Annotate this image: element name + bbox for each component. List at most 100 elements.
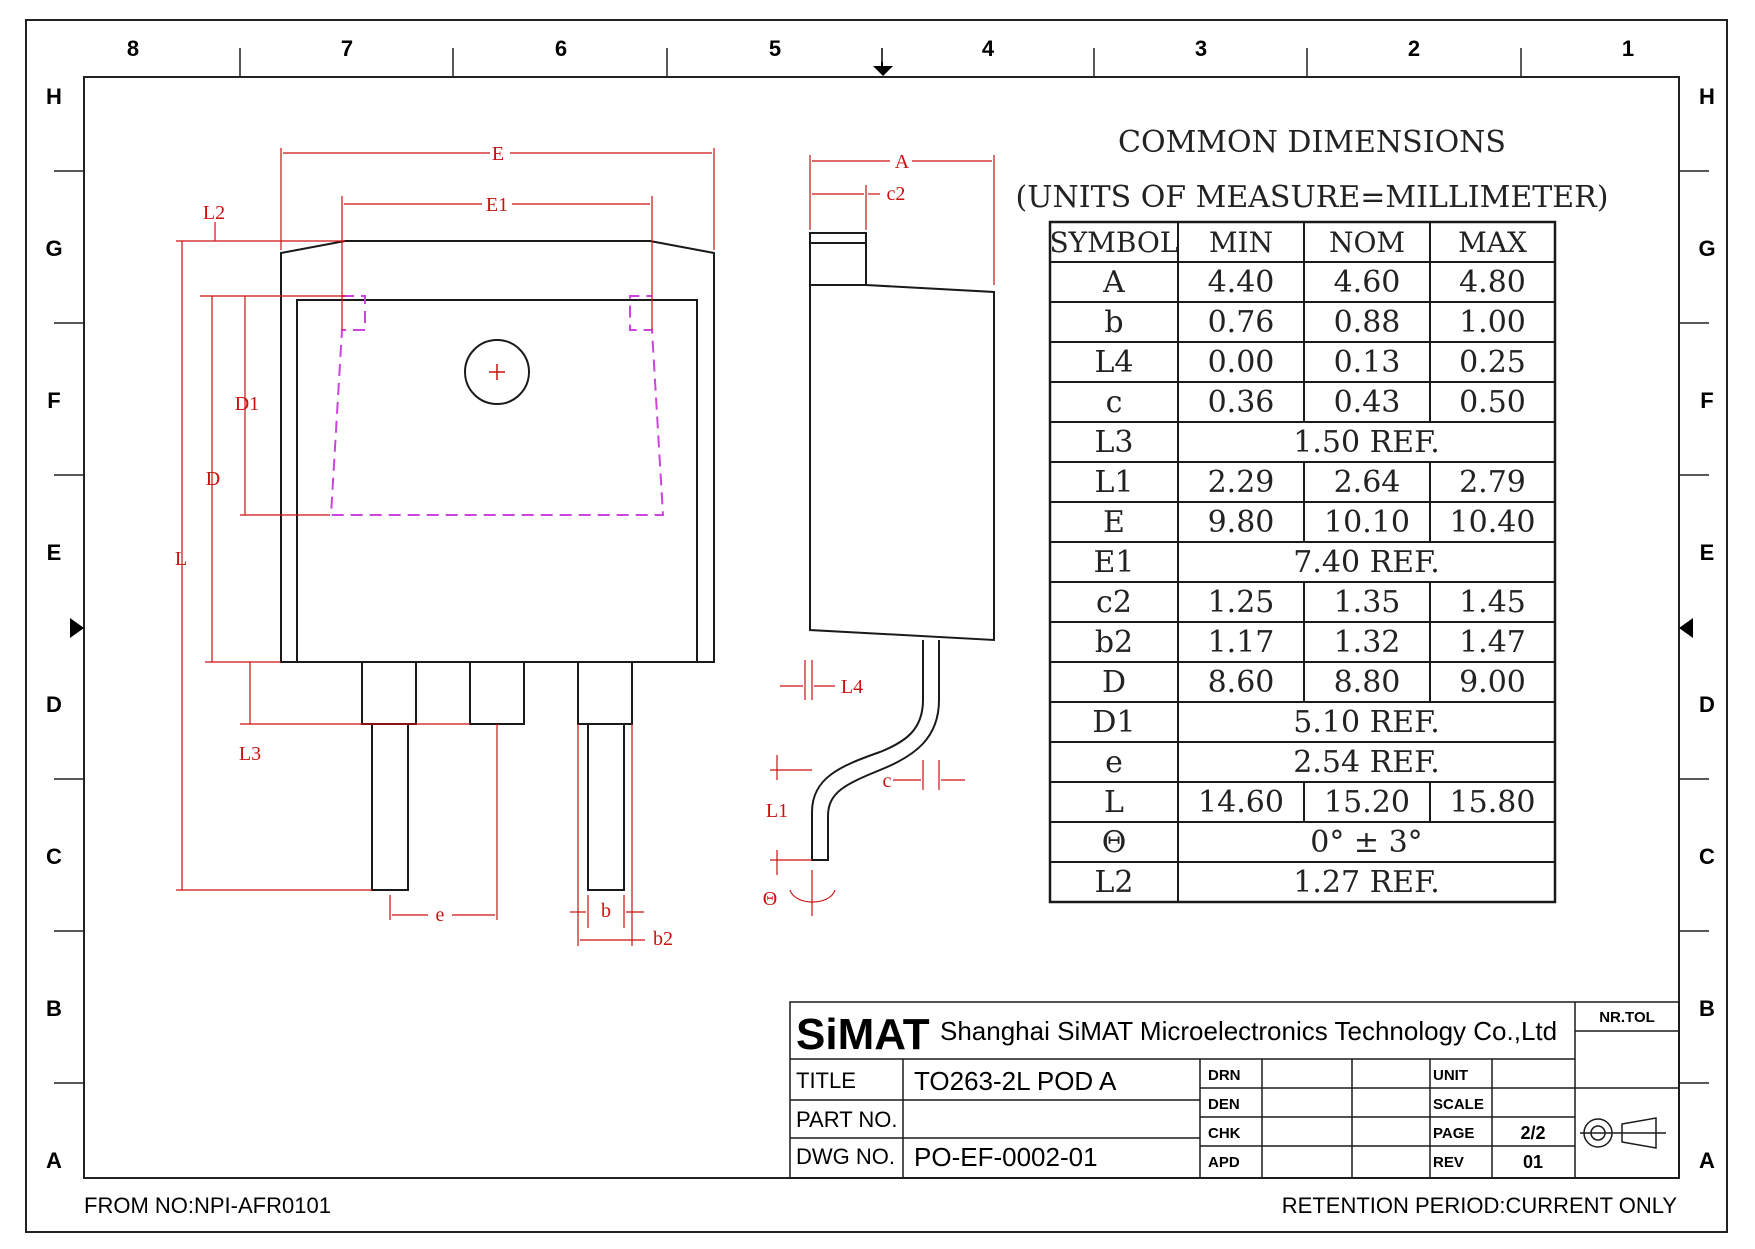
rev-label: REV xyxy=(1433,1154,1464,1171)
side-view-dimensions xyxy=(770,155,995,916)
table-min-cell: 1.25 xyxy=(1208,585,1275,620)
nr-tol-label: NR.TOL xyxy=(1599,1009,1655,1026)
table-frame xyxy=(1048,220,1557,904)
table-symbol-cell: L1 xyxy=(1094,465,1133,500)
col-label: 7 xyxy=(341,36,353,61)
table-min-cell: 2.29 xyxy=(1208,465,1275,500)
dim-label-c2: c2 xyxy=(887,183,906,205)
table-min-cell: 0.36 xyxy=(1208,385,1275,420)
table-header-cell: MIN xyxy=(1209,226,1273,259)
dim-label-b2: b2 xyxy=(653,928,673,950)
table-nom-cell: 4.60 xyxy=(1334,265,1401,300)
row-label: A xyxy=(1699,1148,1715,1173)
table-ref-cell: 1.50 REF. xyxy=(1293,425,1440,460)
title-label: TITLE xyxy=(796,1068,856,1093)
dwg-no-label: DWG NO. xyxy=(796,1144,895,1169)
table-nom-cell: 0.88 xyxy=(1334,305,1401,340)
row-label: D xyxy=(1699,692,1715,717)
top-view-dimensions xyxy=(176,148,715,946)
table-symbol-cell: L4 xyxy=(1094,345,1133,380)
lead-shoulder xyxy=(577,661,633,725)
scale-label: SCALE xyxy=(1433,1096,1484,1113)
table-header-cell: NOM xyxy=(1329,226,1405,259)
dim-label-L2: L2 xyxy=(203,202,225,224)
center-arrow-right xyxy=(1679,618,1693,638)
col-label: 4 xyxy=(982,36,995,61)
hole-center-mark xyxy=(489,364,505,380)
table-title: COMMON DIMENSIONS xyxy=(1118,125,1506,160)
dim-label-E1: E1 xyxy=(486,194,508,216)
retention-period: RETENTION PERIOD:CURRENT ONLY xyxy=(1282,1193,1678,1218)
hidden-outline xyxy=(329,295,665,516)
table-max-cell: 1.45 xyxy=(1459,585,1526,620)
dim-label-L: L xyxy=(175,548,187,570)
table-nom-cell: 15.20 xyxy=(1324,785,1410,820)
table-symbol-cell: Θ xyxy=(1102,825,1127,860)
side-tab xyxy=(809,232,867,286)
row-label: B xyxy=(1699,996,1715,1021)
row-label: A xyxy=(46,1148,62,1173)
table-nom-cell: 1.35 xyxy=(1334,585,1401,620)
side-view xyxy=(809,232,995,861)
projection-symbol-icon xyxy=(1580,1117,1666,1149)
table-symbol-cell: b xyxy=(1104,305,1123,340)
side-body xyxy=(809,284,995,642)
heatsink-outline xyxy=(296,299,698,663)
package-body-outline xyxy=(280,240,715,663)
chk-label: CHK xyxy=(1208,1125,1241,1142)
row-label: F xyxy=(47,388,60,413)
dim-label-L4: L4 xyxy=(841,676,863,698)
drn-label: DRN xyxy=(1208,1067,1241,1084)
dim-label-c: c xyxy=(883,770,892,792)
row-label: C xyxy=(1699,844,1715,869)
dim-label-D: D xyxy=(206,468,220,490)
table-symbol-cell: D xyxy=(1102,665,1126,700)
row-label: E xyxy=(1700,540,1715,565)
table-header-cell: SYMBOL xyxy=(1050,226,1179,259)
table-symbol-cell: A xyxy=(1102,265,1125,300)
dim-label-e: e xyxy=(436,904,445,926)
table-symbol-cell: c xyxy=(1106,385,1123,420)
table-max-cell: 10.40 xyxy=(1450,505,1536,540)
den-label: DEN xyxy=(1208,1096,1240,1113)
table-max-cell: 0.25 xyxy=(1459,345,1526,380)
table-min-cell: 4.40 xyxy=(1208,265,1275,300)
row-label: C xyxy=(46,844,62,869)
table-nom-cell: 0.43 xyxy=(1334,385,1401,420)
table-max-cell: 1.00 xyxy=(1459,305,1526,340)
table-max-cell: 1.47 xyxy=(1459,625,1526,660)
lead-left xyxy=(371,723,409,891)
table-ref-cell: 1.27 REF. xyxy=(1293,865,1440,900)
table-nom-cell: 2.64 xyxy=(1334,465,1401,500)
outer-border xyxy=(25,19,1728,1233)
row-label: H xyxy=(1699,84,1715,109)
form-number: FROM NO:NPI-AFR0101 xyxy=(84,1193,331,1218)
dim-label-theta: Θ xyxy=(763,888,777,910)
title-block xyxy=(789,1001,1680,1179)
table-ref-cell: 7.40 REF. xyxy=(1293,545,1440,580)
center-tab-stub xyxy=(469,661,525,725)
col-label: 8 xyxy=(127,36,139,61)
mounting-hole xyxy=(464,339,530,405)
table-nom-cell: 0.13 xyxy=(1334,345,1401,380)
row-label: G xyxy=(1698,236,1715,261)
table-nom-cell: 10.10 xyxy=(1324,505,1410,540)
table-symbol-cell: L3 xyxy=(1094,425,1133,460)
col-label: 1 xyxy=(1622,36,1634,61)
table-symbol-cell: E xyxy=(1103,505,1125,540)
col-label: 3 xyxy=(1195,36,1207,61)
table-max-cell: 4.80 xyxy=(1459,265,1526,300)
dim-label-L3: L3 xyxy=(239,743,261,765)
center-arrow-left xyxy=(70,618,84,638)
table-ref-cell: 5.10 REF. xyxy=(1293,705,1440,740)
dim-label-D1: D1 xyxy=(235,393,259,415)
table-nom-cell: 8.80 xyxy=(1334,665,1401,700)
table-symbol-cell: E1 xyxy=(1094,545,1135,580)
table-min-cell: 8.60 xyxy=(1208,665,1275,700)
table-min-cell: 0.76 xyxy=(1208,305,1275,340)
title-value: TO263-2L POD A xyxy=(914,1066,1117,1096)
dwg-no-value: PO-EF-0002-01 xyxy=(914,1142,1098,1172)
col-label: 5 xyxy=(769,36,781,61)
unit-label: UNIT xyxy=(1433,1067,1468,1084)
